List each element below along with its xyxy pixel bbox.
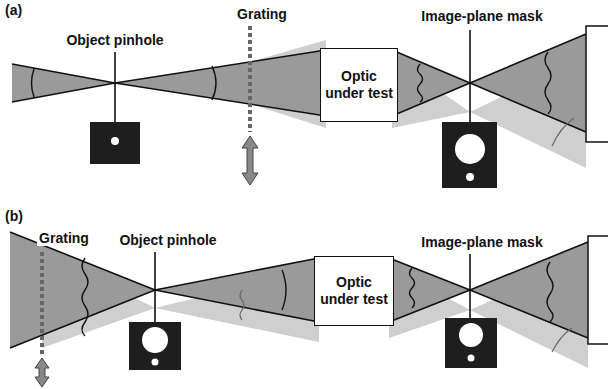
detector <box>586 26 608 142</box>
component-label: Object pinhole <box>64 32 165 48</box>
grating-symbol <box>248 26 252 132</box>
pinhole-icon <box>129 322 181 370</box>
node-text: Optic under test <box>315 274 393 308</box>
component-label: Image-plane mask <box>419 234 544 250</box>
grating-symbol <box>40 252 44 356</box>
component-label: Grating <box>235 6 289 22</box>
motion-arrow <box>242 136 258 185</box>
panel-label: (b) <box>3 208 25 224</box>
optic-box: Optic under test <box>314 256 394 326</box>
pinhole-icon <box>90 122 140 164</box>
optic-box: Optic under test <box>320 48 398 122</box>
mask-icon <box>442 122 497 188</box>
mask-icon <box>445 318 497 368</box>
panel-label: (a) <box>3 2 24 18</box>
component-label: Grating <box>37 230 91 246</box>
component-label: Object pinhole <box>117 232 218 248</box>
component-label: Image-plane mask <box>419 8 544 24</box>
motion-arrow <box>35 358 49 387</box>
node-text: Optic under test <box>321 68 397 102</box>
panel-b-beams <box>10 232 588 368</box>
panel-a-beams <box>12 34 586 168</box>
detector <box>588 236 608 344</box>
